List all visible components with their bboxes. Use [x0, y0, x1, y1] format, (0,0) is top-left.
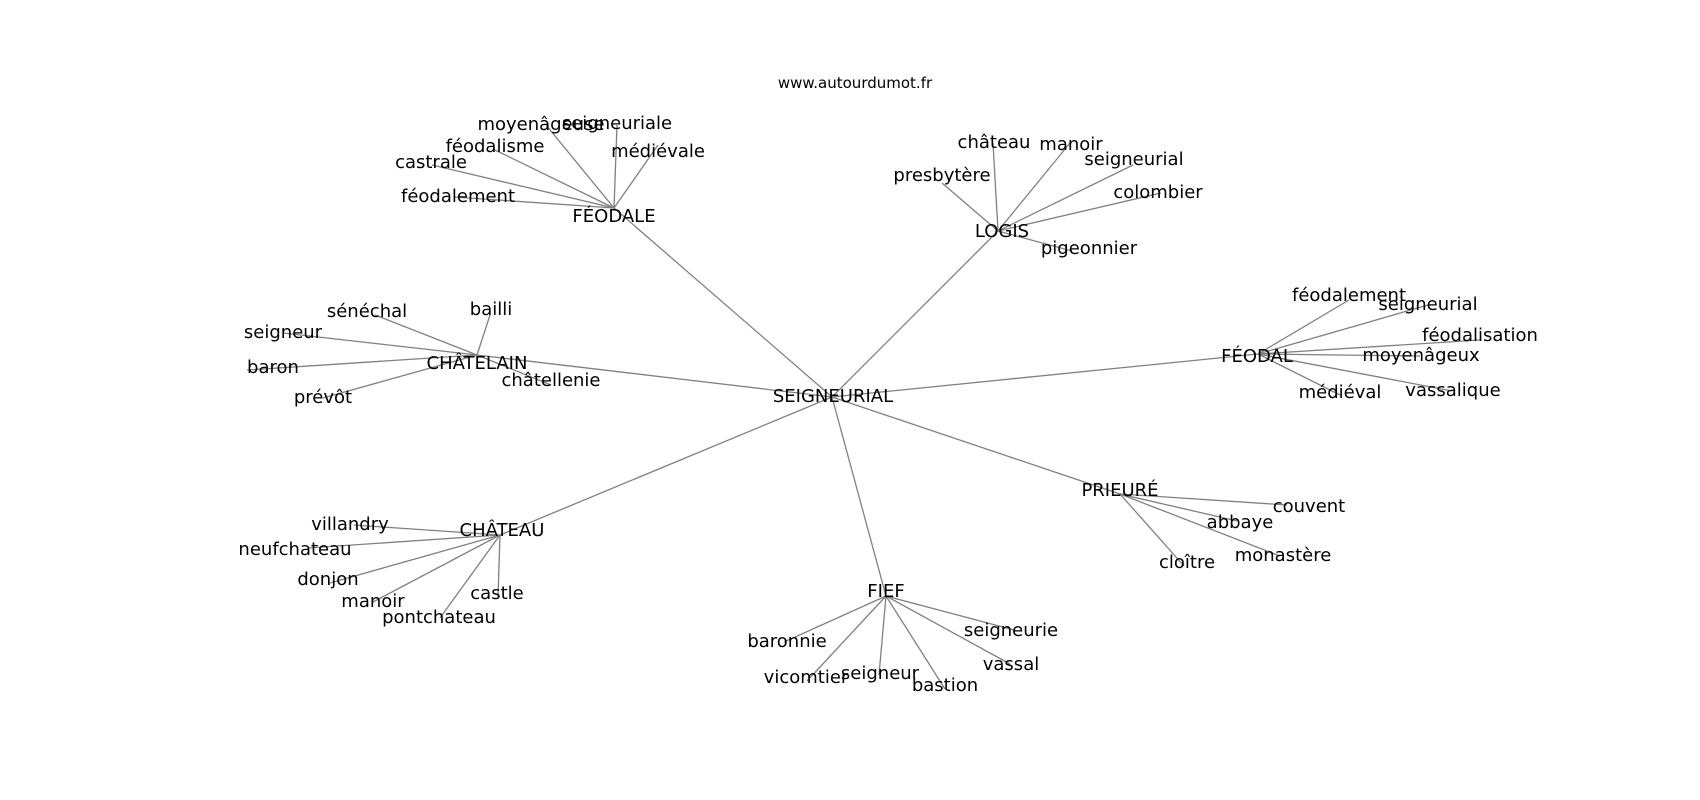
leaf-fief-vassal[interactable]: vassal	[983, 654, 1039, 675]
edge-chateau-castle	[497, 534, 501, 598]
leaf-feodal-medieval[interactable]: médiéval	[1299, 382, 1382, 403]
leaf-chateau-manoir[interactable]: manoir	[341, 591, 405, 612]
edge-feodal-feodalisation	[1257, 339, 1481, 355]
edge-prieure-couvent	[1119, 493, 1288, 506]
edge-chatelain-chatellenie	[476, 354, 552, 386]
edge-chateau-manoir	[372, 534, 501, 603]
hub-node-chateau[interactable]: CHÂTEAU	[460, 519, 545, 541]
edge-center-feodal	[831, 353, 1259, 398]
leaf-feodale-seigneuriale[interactable]: seigneuriale	[562, 113, 672, 134]
edge-feodal-feodalement	[1257, 299, 1350, 355]
leaf-logis-seigneurial[interactable]: seigneurial	[1084, 149, 1183, 170]
edge-logis-colombier	[997, 192, 1162, 232]
edge-feodale-medievale	[613, 144, 659, 209]
edge-chateau-villandry	[353, 524, 501, 536]
edge-center-chateau	[499, 396, 833, 536]
edge-chateau-pontchateau	[439, 534, 501, 619]
leaf-chateau-donjon[interactable]: donjon	[297, 569, 358, 590]
edges-layer	[246, 124, 1481, 690]
leaf-chateau-villandry[interactable]: villandry	[311, 514, 389, 535]
leaf-feodale-moyenageuse[interactable]: moyenâgeuse	[477, 114, 604, 135]
edge-center-fief	[831, 396, 887, 597]
leaf-fief-vicomtier[interactable]: vicomtier	[764, 667, 849, 688]
leaf-feodal-moyenageux[interactable]: moyenâgeux	[1362, 345, 1480, 366]
edge-chatelain-bailli	[476, 314, 491, 356]
leaf-feodal-seigneurial[interactable]: seigneurial	[1378, 294, 1477, 315]
leaf-logis-colombier[interactable]: colombier	[1113, 182, 1203, 203]
hub-node-logis[interactable]: LOGIS	[975, 221, 1029, 242]
leaf-fief-seigneurie[interactable]: seigneurie	[964, 620, 1058, 641]
leaf-prieure-monastere[interactable]: monastère	[1235, 545, 1332, 566]
leaf-feodale-feodalement[interactable]: féodalement	[401, 186, 515, 207]
edge-chatelain-baron	[246, 354, 478, 371]
hub-node-prieure[interactable]: PRIEURÉ	[1081, 479, 1158, 501]
edge-center-logis	[831, 230, 999, 398]
leaf-chatelain-senechal[interactable]: sénéchal	[327, 301, 407, 322]
edge-center-feodale	[613, 207, 833, 398]
edge-feodale-feodalement	[453, 196, 615, 209]
leaf-prieure-cloitre[interactable]: cloître	[1159, 552, 1215, 573]
hub-node-chatelain[interactable]: CHÂTELAIN	[427, 352, 528, 374]
edge-prieure-abbaye	[1119, 493, 1238, 522]
leaf-chatelain-prevot[interactable]: prévôt	[294, 387, 352, 408]
leaf-chateau-castle[interactable]: castle	[470, 583, 523, 604]
leaf-fief-baronnie[interactable]: baronnie	[747, 631, 826, 652]
leaf-logis-chateau[interactable]: château	[958, 132, 1031, 153]
leaf-chatelain-seigneur[interactable]: seigneur	[244, 322, 323, 343]
hub-node-fief[interactable]: FIEF	[867, 581, 904, 602]
edge-chatelain-senechal	[374, 314, 478, 356]
leaf-fief-seigneur[interactable]: seigneur	[841, 663, 920, 684]
edge-logis-presbytere	[941, 182, 999, 232]
leaf-feodal-feodalement[interactable]: féodalement	[1292, 285, 1406, 306]
edge-chateau-neufchateau	[307, 534, 501, 549]
leaf-chateau-neufchateau[interactable]: neufchateau	[238, 539, 351, 560]
leaf-chatelain-chatellenie[interactable]: châtellenie	[501, 370, 600, 391]
edge-feodal-seigneurial	[1257, 304, 1429, 355]
edge-feodale-moyenageuse	[545, 124, 615, 209]
edge-logis-pigeonnier	[997, 230, 1073, 252]
edge-feodale-seigneuriale	[613, 124, 618, 209]
edge-chateau-donjon	[329, 534, 501, 584]
leaf-logis-pigeonnier[interactable]: pigeonnier	[1041, 238, 1138, 259]
source-url: www.autourdumot.fr	[778, 74, 933, 92]
edge-feodal-vassalique	[1257, 353, 1453, 392]
edge-logis-seigneurial	[997, 164, 1134, 232]
leaf-feodale-medievale[interactable]: médiévale	[611, 141, 705, 162]
leaf-feodal-vassalique[interactable]: vassalique	[1405, 380, 1500, 401]
edge-prieure-cloitre	[1119, 493, 1185, 567]
edge-logis-chateau	[992, 142, 999, 232]
edge-fief-vicomtier	[806, 595, 887, 682]
leaf-feodal-feodalisation[interactable]: féodalisation	[1422, 325, 1538, 346]
edge-fief-vassal	[885, 595, 1011, 665]
edge-center-chatelain	[476, 354, 833, 398]
edge-fief-bastion	[885, 595, 946, 690]
leaf-prieure-abbaye[interactable]: abbaye	[1207, 512, 1274, 533]
edge-feodal-medieval	[1257, 353, 1341, 396]
edge-chatelain-prevot	[322, 354, 478, 399]
edge-feodal-moyenageux	[1257, 353, 1421, 357]
leaf-prieure-couvent[interactable]: couvent	[1273, 496, 1346, 517]
leaf-logis-presbytere[interactable]: presbytère	[893, 165, 990, 186]
leaf-chatelain-bailli[interactable]: bailli	[470, 299, 512, 320]
hub-node-feodale[interactable]: FÉODALE	[572, 205, 655, 227]
leaf-logis-manoir[interactable]: manoir	[1039, 134, 1103, 155]
edge-feodale-castrale	[431, 164, 615, 209]
edge-fief-seigneurie	[885, 595, 1015, 631]
edge-logis-manoir	[997, 142, 1071, 232]
leaf-chatelain-baron[interactable]: baron	[247, 357, 299, 378]
leaf-feodale-feodalisme[interactable]: féodalisme	[446, 136, 545, 157]
edge-feodale-feodalisme	[494, 149, 615, 209]
leaf-feodale-castrale[interactable]: castrale	[395, 152, 467, 173]
edge-center-prieure	[831, 396, 1121, 495]
center-node[interactable]: SEIGNEURIAL	[773, 386, 893, 407]
hub-node-feodal[interactable]: FÉODAL	[1221, 345, 1293, 367]
leaf-chateau-pontchateau[interactable]: pontchateau	[382, 607, 496, 628]
leaf-fief-bastion[interactable]: bastion	[912, 675, 978, 696]
edge-prieure-monastere	[1119, 493, 1281, 557]
edge-fief-seigneur	[878, 595, 887, 676]
edge-chatelain-seigneur	[282, 332, 478, 356]
edge-fief-baronnie	[783, 595, 887, 643]
